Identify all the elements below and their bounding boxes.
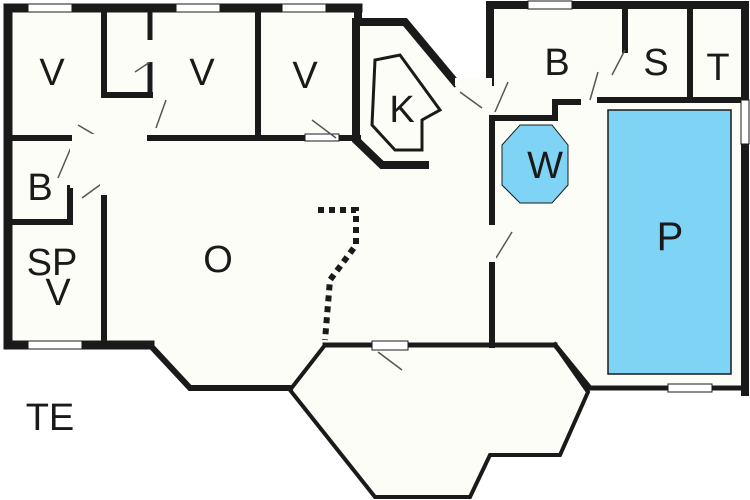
- label-whirlpool: W: [527, 145, 563, 187]
- door-bedroom-3: [311, 119, 337, 139]
- label-kitchen: K: [389, 89, 414, 131]
- opening-mid: [488, 225, 496, 262]
- door-room-2: [134, 61, 151, 73]
- wall-bay-left: [145, 340, 293, 391]
- bay-floor: [150, 345, 590, 498]
- room-labels: V V V K B SP V O B S T W P TE: [26, 42, 730, 439]
- window-top-2: [175, 3, 221, 13]
- door-bay: [377, 351, 403, 371]
- door-bath-right: [589, 71, 599, 101]
- staircase-outline: [318, 207, 359, 341]
- label-bath-right: B: [544, 42, 569, 84]
- door-mid: [495, 231, 513, 259]
- wall-kitchen-inner: [352, 18, 429, 169]
- swimming-pool: [607, 109, 732, 375]
- door-bath-right-2: [494, 81, 509, 113]
- whirlpool: [501, 124, 569, 204]
- label-bath-left: B: [27, 167, 52, 209]
- label-pool: P: [657, 215, 684, 259]
- wall-bath-right-bottom: [489, 99, 581, 121]
- door-openings: [70, 40, 496, 262]
- door-bedroom-2: [155, 99, 167, 129]
- opening-bath-left: [70, 145, 76, 188]
- label-toilet: T: [706, 47, 729, 89]
- label-play-room-line1: SP: [27, 242, 78, 284]
- opening-room2: [146, 40, 154, 62]
- label-play-room-line2: V: [45, 272, 71, 314]
- windows: [27, 0, 750, 393]
- main-house-floor: [8, 8, 492, 345]
- opening-kitchen: [455, 78, 492, 86]
- window-bay: [371, 340, 409, 351]
- label-terrace: TE: [26, 397, 75, 439]
- window-left-bottom: [27, 340, 83, 350]
- kitchen-counter: [370, 53, 443, 152]
- opening-play: [100, 160, 108, 195]
- door-sauna: [611, 49, 626, 76]
- label-living: O: [203, 239, 233, 281]
- label-bedroom-3: V: [292, 55, 318, 97]
- window-kitchen-inner: [304, 133, 340, 142]
- door-kitchen: [459, 91, 483, 109]
- wall-kitchen-top: [354, 4, 461, 88]
- label-sauna: S: [643, 42, 668, 84]
- window-top-1: [27, 3, 73, 13]
- opening-room1: [72, 134, 104, 142]
- wall-bay-main: [287, 342, 591, 499]
- door-bath-left: [57, 144, 73, 179]
- window-top-3: [281, 3, 327, 13]
- window-right-pool: [740, 99, 750, 145]
- window-top-4: [527, 0, 573, 10]
- window-right-bottom: [667, 383, 713, 393]
- label-bedroom-1: V: [39, 52, 65, 94]
- label-bedroom-2: V: [189, 52, 215, 94]
